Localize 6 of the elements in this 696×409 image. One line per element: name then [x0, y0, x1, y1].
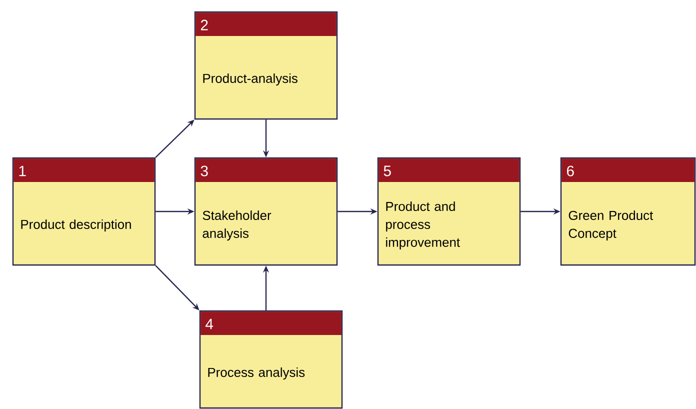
process-box: 5 Product and process improvement: [377, 157, 521, 266]
process-box: 3 Stakeholder analysis: [194, 157, 338, 266]
process-box: 1 Product description: [12, 157, 156, 266]
process-box: 6 Green Product Concept: [560, 157, 696, 266]
process-box: 2 Product-analysis: [194, 11, 338, 120]
process-box: 4 Process analysis: [199, 310, 343, 409]
